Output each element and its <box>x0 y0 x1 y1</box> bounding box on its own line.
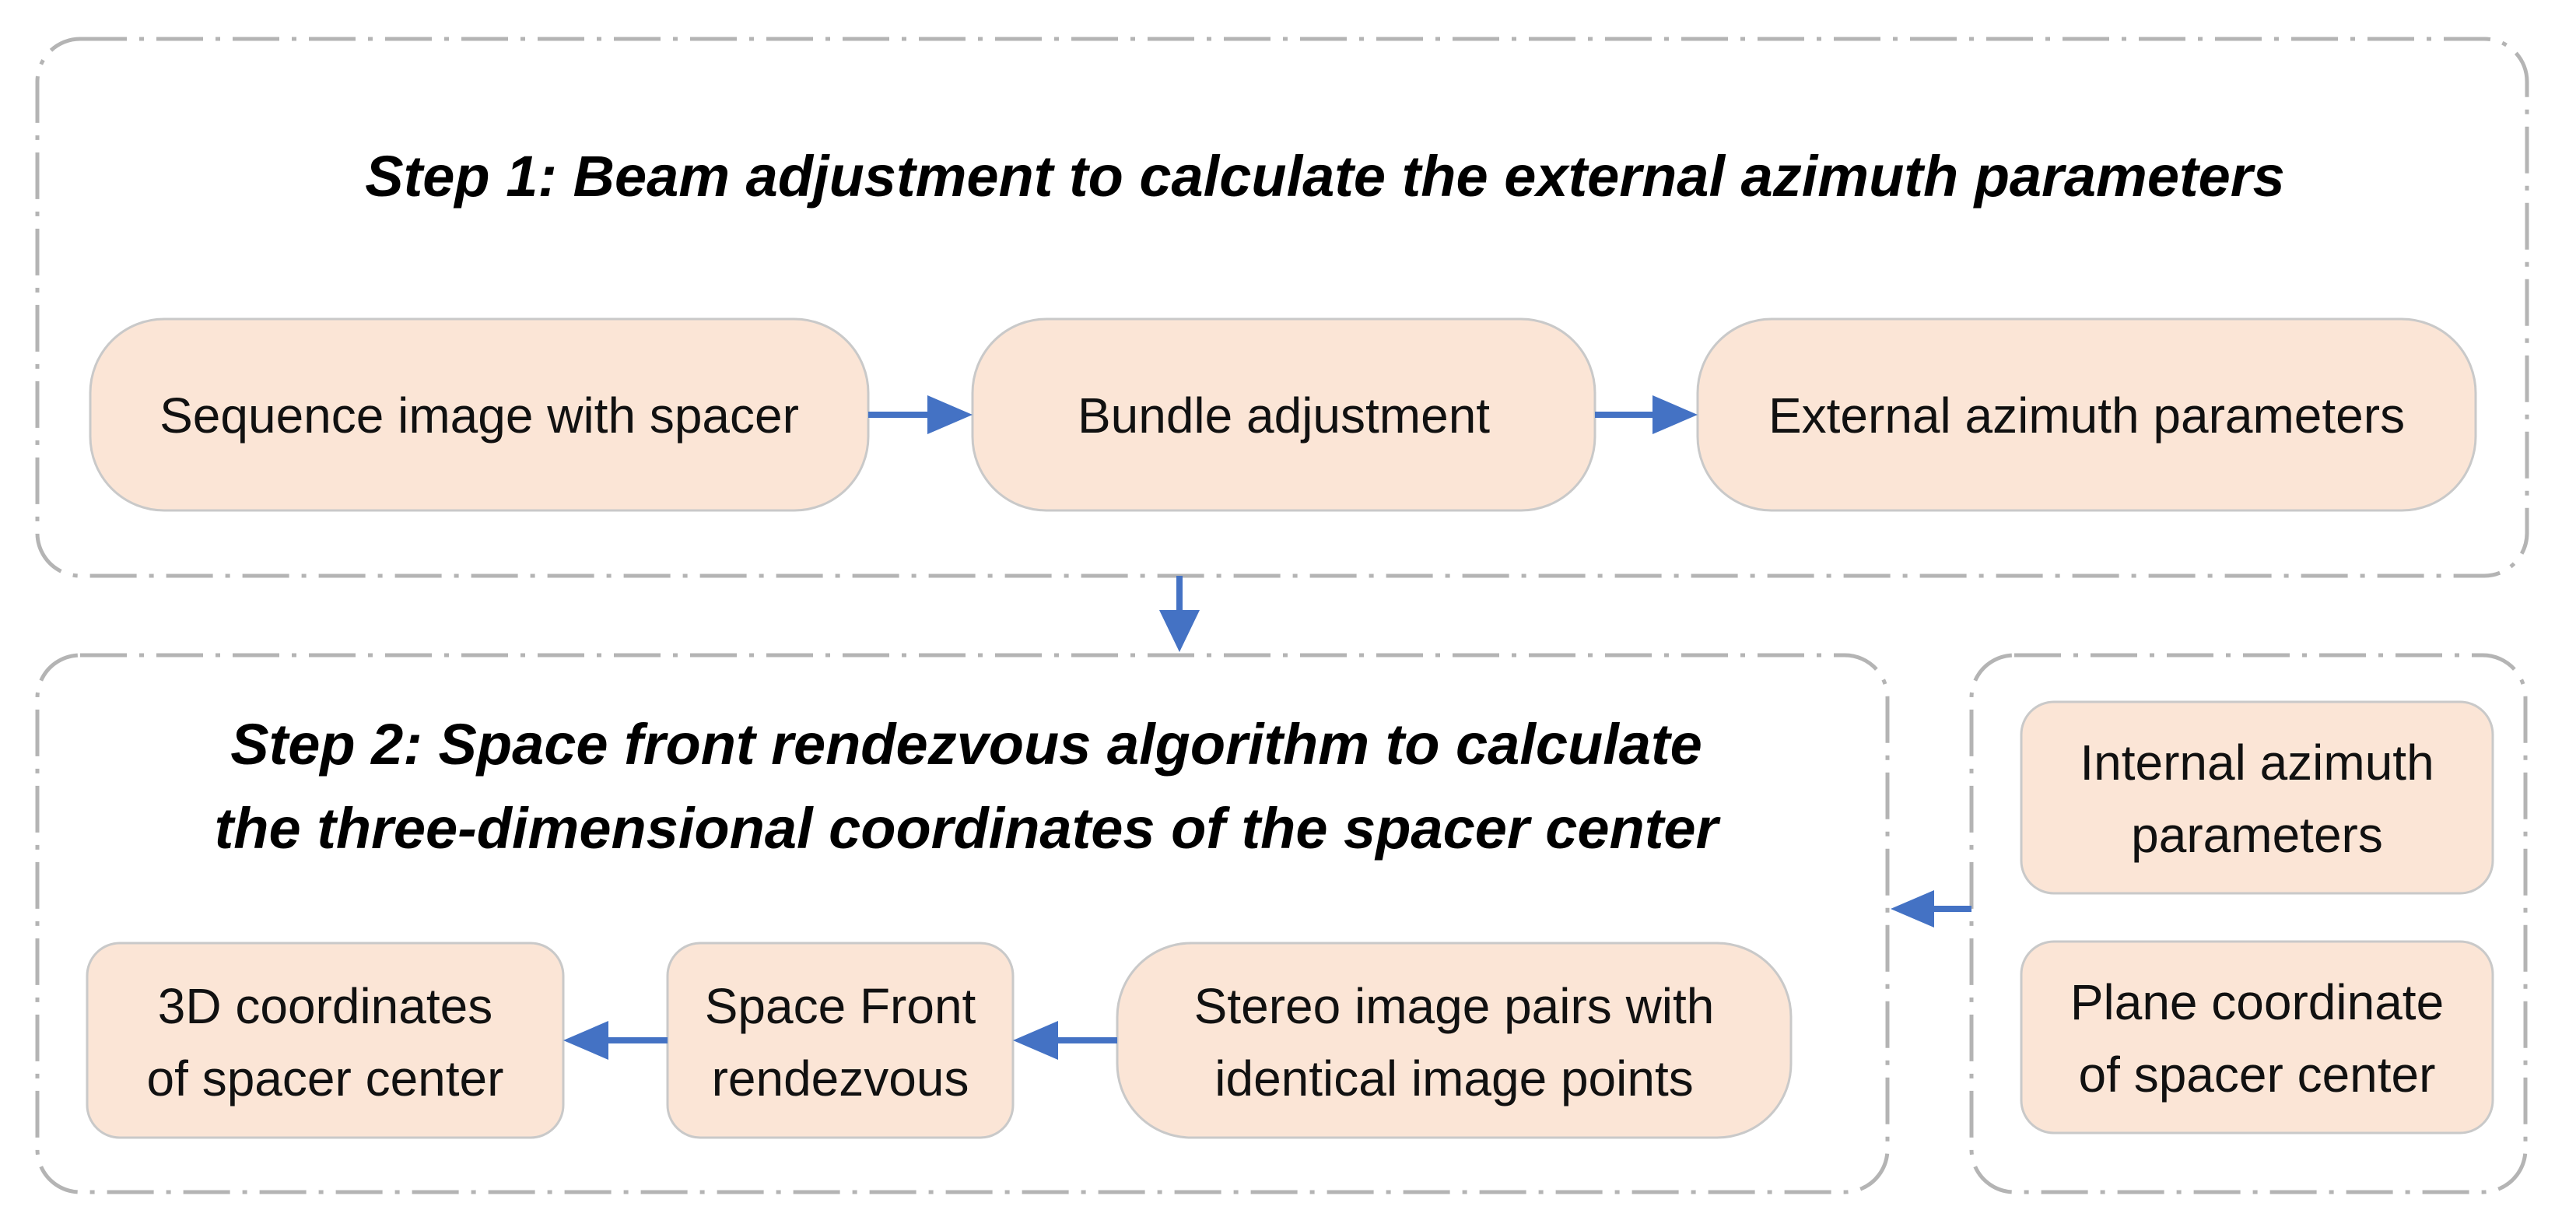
step2-title-line2: the three-dimensional coordinates of the… <box>215 796 1722 861</box>
node-3d-coordinates: 3D coordinates of spacer center <box>86 942 565 1139</box>
node-3d-coordinates-line2: of spacer center <box>147 1050 504 1106</box>
arrow-inputs-to-step2 <box>1891 890 1971 928</box>
node-space-front: Space Front rendezvous <box>666 942 1015 1139</box>
node-internal-params-line2: parameters <box>2131 807 2383 863</box>
node-space-front-line1: Space Front <box>705 978 976 1034</box>
node-sequence-image-label: Sequence image with spacer <box>159 388 799 444</box>
step2-title-line1: Step 2: Space front rendezvous algorithm… <box>230 712 1702 777</box>
node-external-params-label: External azimuth parameters <box>1768 388 2405 444</box>
node-stereo-pairs: Stereo image pairs with identical image … <box>1116 942 1793 1139</box>
step1-region <box>35 37 2529 578</box>
node-bundle-adjustment: Bundle adjustment <box>971 317 1596 512</box>
arrow-step1-to-step2 <box>1159 576 1200 652</box>
node-sequence-image: Sequence image with spacer <box>89 317 870 512</box>
node-external-params: External azimuth parameters <box>1696 317 2477 512</box>
arrow-stereo-to-space-front <box>1013 1021 1117 1060</box>
node-plane-coordinate: Plane coordinate of spacer center <box>2020 940 2494 1135</box>
node-stereo-pairs-line1: Stereo image pairs with <box>1194 978 1715 1034</box>
arrow-sequence-to-bundle <box>868 395 973 434</box>
node-internal-params: Internal azimuth parameters <box>2020 700 2494 895</box>
inputs-region <box>1969 653 2528 1194</box>
node-plane-coordinate-line2: of spacer center <box>2079 1047 2436 1103</box>
node-bundle-adjustment-label: Bundle adjustment <box>1078 388 1490 444</box>
step2-region <box>35 653 1890 1194</box>
arrow-space-front-to-3d <box>563 1021 668 1060</box>
node-3d-coordinates-line1: 3D coordinates <box>158 978 492 1034</box>
arrow-bundle-to-external <box>1595 395 1698 434</box>
node-space-front-line2: rendezvous <box>712 1050 969 1106</box>
node-plane-coordinate-line1: Plane coordinate <box>2070 974 2444 1030</box>
step1-title: Step 1: Beam adjustment to calculate the… <box>365 144 2284 209</box>
node-internal-params-line1: Internal azimuth <box>2080 735 2434 791</box>
node-stereo-pairs-line2: identical image points <box>1214 1050 1693 1106</box>
